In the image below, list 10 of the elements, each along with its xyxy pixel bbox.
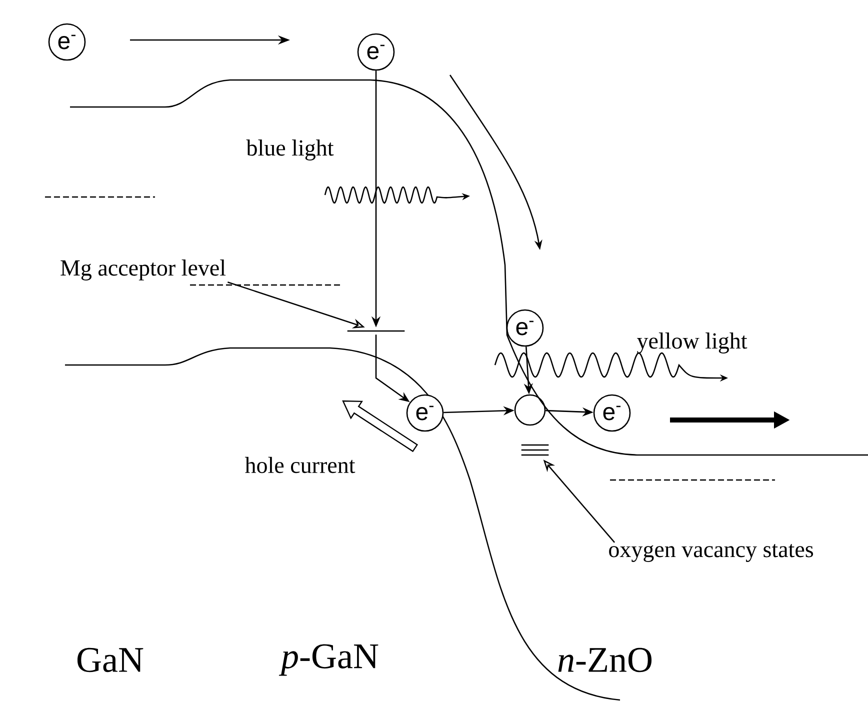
energy-level-bar	[521, 444, 549, 456]
region-label: p-GaN	[278, 644, 378, 676]
level-label: Mg acceptor level	[60, 260, 226, 280]
vacancy-circle	[514, 394, 546, 426]
current-label: hole current	[244, 456, 356, 474]
light-label: blue light	[246, 140, 334, 160]
level-label: oxygen vacancy states	[609, 544, 814, 562]
light-label: yellow light	[637, 332, 748, 354]
region-label: GaN	[78, 648, 144, 672]
region-label: n-ZnO	[558, 648, 652, 672]
